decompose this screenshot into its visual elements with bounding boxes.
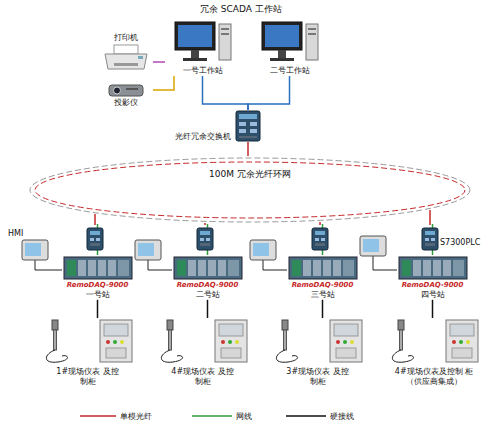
daq-rack-icon	[288, 255, 358, 281]
projector-icon	[106, 82, 146, 98]
node-label: 光纤冗余交换机	[175, 132, 231, 142]
computer-icon	[260, 18, 320, 66]
node-label: 一号站	[60, 290, 135, 300]
printer-icon	[102, 43, 150, 73]
connector	[247, 142, 249, 156]
field-node: 4#现场仪表 及控制柜	[145, 318, 260, 387]
rack-node: RemoDAQ-9000一号站	[60, 255, 135, 300]
diagram-title: 冗余 SCADA 工作站	[200, 3, 282, 16]
legend-samples	[80, 415, 326, 417]
connector	[203, 76, 249, 110]
part-label: HMI	[8, 229, 23, 238]
connector	[432, 300, 434, 318]
field-node: 3#现场仪表 及控制柜	[260, 318, 375, 387]
field-instrument-cabinet-icon	[268, 318, 368, 366]
node-label: 投影仪	[98, 98, 153, 108]
connector	[248, 76, 290, 110]
node-label: RemoDAQ-9000	[60, 281, 135, 290]
node-label: RemoDAQ-9000	[395, 281, 470, 290]
daq-rack-icon	[63, 255, 133, 281]
node-label: 100M 冗余光纤环网	[28, 169, 472, 180]
rack-node: RemoDAQ-9000四号站	[395, 255, 470, 300]
rack-node: RemoDAQ-9000三号站	[285, 255, 360, 300]
daq-rack-icon	[398, 255, 468, 281]
field-node: 4#现场仪表及控制 柜（供应商集成）	[375, 318, 493, 387]
ring-ellipse	[28, 156, 472, 224]
node-label: 二号站	[170, 290, 245, 300]
printer-node: 打印机	[98, 33, 153, 73]
field-instrument-cabinet-icon	[153, 318, 253, 366]
fiber-ring: 100M 冗余光纤环网	[28, 156, 472, 224]
node-label: RemoDAQ-9000	[285, 281, 360, 290]
field-instrument-cabinet-icon	[38, 318, 138, 366]
node-label: 四号站	[395, 290, 470, 300]
field-node: 1#现场仪表 及控制柜	[30, 318, 145, 387]
node-label: 三号站	[285, 290, 360, 300]
connector	[207, 300, 209, 318]
legend-text: 网线	[236, 411, 252, 422]
sw-node: 光纤冗余交换机	[168, 110, 268, 142]
pc-node: 一号工作站	[165, 18, 240, 76]
connector	[97, 300, 99, 318]
legend-text: 硬接线	[330, 411, 354, 422]
part-label: S7300PLC	[440, 238, 480, 247]
legend-text: 单模光纤	[120, 411, 152, 422]
node-label: 一号工作站	[165, 66, 240, 76]
connector	[153, 61, 165, 63]
daq-rack-icon	[173, 255, 243, 281]
proj-node: 投影仪	[98, 82, 153, 108]
node-label: 3#现场仪表 及控制柜	[286, 367, 350, 387]
node-label: RemoDAQ-9000	[170, 281, 245, 290]
connector	[322, 300, 324, 318]
field-instrument-cabinet-icon	[384, 318, 484, 366]
node-label: 4#现场仪表 及控制柜	[171, 367, 235, 387]
fiber-switch-icon	[235, 110, 261, 142]
node-label: 二号工作站	[252, 66, 327, 76]
node-label: 1#现场仪表 及控制柜	[56, 367, 120, 387]
node-label: 打印机	[98, 33, 153, 43]
connector	[153, 76, 174, 90]
node-label: 4#现场仪表及控制 柜（供应商集成）	[394, 367, 474, 387]
pc-node: 二号工作站	[252, 18, 327, 76]
computer-icon	[173, 18, 233, 66]
rack-node: RemoDAQ-9000二号站	[170, 255, 245, 300]
